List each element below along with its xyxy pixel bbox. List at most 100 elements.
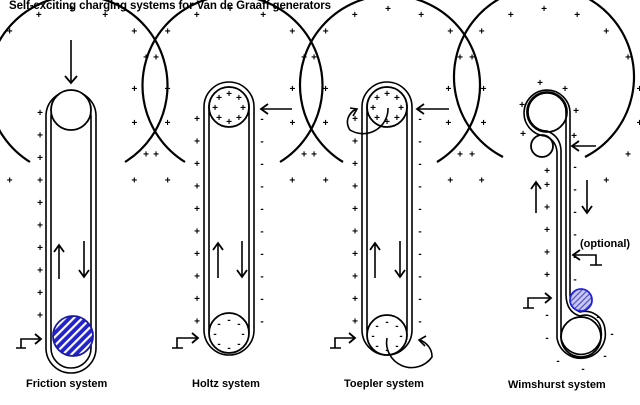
- dome-charge: +: [479, 175, 485, 186]
- belt-charge: +: [352, 249, 358, 260]
- roller-charge: -: [375, 341, 378, 352]
- roller-charge: +: [537, 78, 543, 89]
- belt-charge: +: [194, 182, 200, 193]
- roller-charge: +: [226, 89, 232, 100]
- friction-dome: [0, 0, 169, 163]
- belt-charge: +: [352, 227, 358, 238]
- dome-charge: +: [637, 118, 640, 129]
- belt-charge: -: [260, 272, 263, 283]
- belt-charge: -: [418, 204, 421, 215]
- toepler-bottom-roller: [366, 314, 408, 356]
- roller-charge: -: [237, 319, 240, 330]
- dome-charge: +: [69, 4, 75, 15]
- belt-charge: +: [352, 294, 358, 305]
- wimshurst-bottom-roller: [560, 316, 602, 358]
- belt-charge: +: [544, 248, 550, 259]
- roller-charge: +: [571, 131, 577, 142]
- belt-charge: -: [573, 185, 576, 196]
- wimshurst-charges: +++++++++++++++++++++++++++-------------: [446, 4, 640, 375]
- dome-charge: +: [165, 84, 171, 95]
- dome-charge: +: [469, 150, 475, 161]
- wimshurst-belt-outer: [523, 89, 571, 320]
- roller-charge: +: [236, 113, 242, 124]
- belt-charge: +: [352, 114, 358, 125]
- belt-charge: +: [352, 317, 358, 328]
- belt-charge: +: [544, 203, 550, 214]
- belt-charge: +: [194, 294, 200, 305]
- belt-charge: +: [352, 204, 358, 215]
- toepler-top-roller: [366, 86, 408, 128]
- dome-charge: +: [311, 150, 317, 161]
- dome-charge: +: [385, 4, 391, 15]
- belt-charge: +: [194, 249, 200, 260]
- belt-charge: -: [573, 252, 576, 263]
- dome-charge: +: [165, 27, 171, 38]
- belt-charge: +: [544, 225, 550, 236]
- roller-charge: -: [227, 315, 230, 326]
- dome-charge: +: [290, 118, 296, 129]
- toepler-charges: +++++++++++++++++++++++--------+++++++++…: [290, 4, 487, 356]
- dome-charge: +: [7, 27, 13, 38]
- wimshurst-top-roller: [526, 91, 568, 133]
- dome-charge: +: [469, 53, 475, 64]
- roller-charge: +: [394, 93, 400, 104]
- belt-charge: -: [418, 249, 421, 260]
- roller-charge: -: [545, 310, 548, 321]
- dome-charge: +: [301, 53, 307, 64]
- roller-charge: -: [596, 312, 599, 323]
- roller-charge: -: [581, 364, 584, 375]
- belt-charge: +: [194, 204, 200, 215]
- dome-charge: +: [311, 53, 317, 64]
- dome-charge: +: [102, 10, 108, 21]
- dome-charge: +: [603, 175, 609, 186]
- dome-charge: +: [131, 175, 137, 186]
- roller-charge: -: [213, 329, 216, 340]
- roller-charge: +: [216, 93, 222, 104]
- dome-charge: +: [625, 53, 631, 64]
- holtz-belt-outer: [203, 81, 255, 356]
- belt-charge: -: [573, 275, 576, 286]
- roller-charge: +: [374, 93, 380, 104]
- dome-charge: +: [323, 175, 329, 186]
- roller-charge: -: [610, 329, 613, 340]
- belt-charge: +: [194, 272, 200, 283]
- roller-charge: +: [212, 103, 218, 114]
- roller-charge: +: [370, 103, 376, 114]
- roller-charge: +: [519, 100, 525, 111]
- holtz-top-roller: [208, 86, 250, 128]
- belt-charge: -: [573, 162, 576, 173]
- toepler-top-loop: [346, 107, 389, 135]
- belt-charge: -: [260, 317, 263, 328]
- friction-top-roller: [50, 89, 92, 131]
- holtz-dome: [141, 0, 324, 163]
- wimshurst-system: [452, 0, 636, 360]
- belt-charge: +: [37, 311, 43, 322]
- dome-charge: +: [289, 27, 295, 38]
- dome-charge: +: [418, 10, 424, 21]
- roller-charge: +: [520, 129, 526, 140]
- roller-charge: +: [226, 117, 232, 128]
- belt-charge: +: [544, 270, 550, 281]
- roller-charge: -: [375, 321, 378, 332]
- friction-bottom-roller: [52, 315, 94, 357]
- roller-charge: -: [399, 331, 402, 342]
- belt-charge: +: [352, 182, 358, 193]
- belt-charge: -: [260, 227, 263, 238]
- belt-charge: +: [544, 180, 550, 191]
- belt-charge: +: [352, 272, 358, 283]
- roller-charge: +: [573, 106, 579, 117]
- roller-charge: +: [562, 84, 568, 95]
- friction-label: Friction system: [26, 378, 108, 390]
- dome-charge: +: [479, 27, 485, 38]
- belt-charge: +: [194, 114, 200, 125]
- belt-charge: -: [260, 294, 263, 305]
- dome-charge: +: [227, 4, 233, 15]
- belt-charge: +: [194, 227, 200, 238]
- roller-charge: -: [371, 331, 374, 342]
- holtz-label: Holtz system: [192, 378, 260, 390]
- roller-charge: +: [236, 93, 242, 104]
- roller-charge: -: [603, 351, 606, 362]
- belt-charge: -: [418, 182, 421, 193]
- roller-charge: -: [227, 343, 230, 354]
